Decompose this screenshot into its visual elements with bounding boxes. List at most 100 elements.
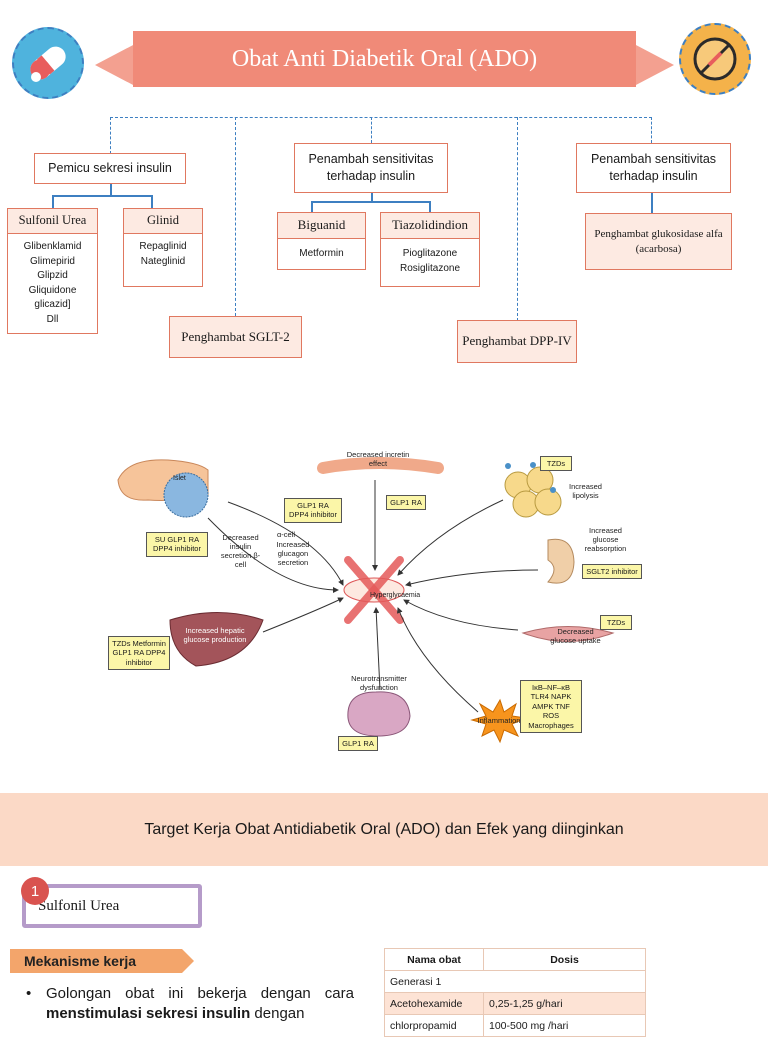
dpp4-inhibitor-box: Penghambat DPP-IV [457, 320, 577, 363]
list-item: Nateglinid [140, 255, 186, 267]
table-cell: Acetohexamide [384, 992, 484, 1015]
pathophysiology-diagram: Hyperglycaemia Islet Decreased incretin … [108, 440, 648, 765]
fat-drugs-box: TZDs [540, 456, 572, 472]
connector-line [110, 183, 112, 195]
class-sensitizer-box: Penambah sensitivitas terhadap insulin [294, 143, 448, 193]
list-item: Glipzid [37, 270, 68, 281]
incretin-effect-label: Decreased incretin effect [346, 450, 410, 468]
no-drug-icon [679, 23, 751, 95]
connector-group1 [110, 117, 111, 154]
bullet-text-bold: menstimulasi sekresi insulin [46, 1005, 251, 1022]
alpha-glucosidase-inhibitor-label: Penghambat glukosidase alfa (acarbosa) [594, 228, 723, 255]
connector-line [151, 195, 153, 208]
connector-line [429, 201, 431, 212]
mechanism-label: Mekanisme kerja [10, 949, 182, 973]
table-cell: chlorpropamid [384, 1014, 484, 1037]
pancreas-drugs-box: SU GLP1 RA DPP4 inhibitor [146, 532, 208, 557]
tree-main-connector [110, 117, 652, 118]
bullet-text-1: Golongan obat ini bekerja dengan cara [46, 985, 354, 1002]
table-row: Acetohexamide 0,25-1,25 g/hari [384, 992, 646, 1015]
connector-line [311, 201, 430, 203]
hyperglycaemia-label: Hyperglycaemia [370, 592, 421, 599]
liver-drugs-box: TZDs Metformin GLP1 RA DPP4 inhibitor [108, 636, 170, 671]
islet-drugs-box: GLP1 RA DPP4 inhibitor [284, 498, 342, 523]
sglt2-inhibitor-box: Penghambat SGLT-2 [169, 316, 302, 358]
mechanism-bullet: • Golongan obat ini bekerja dengan cara … [26, 984, 354, 1024]
ribbon-tail-right [634, 44, 674, 86]
glinide-drug-list: Repaglinid Nateglinid [123, 233, 203, 287]
list-item: Repaglinid [139, 241, 187, 252]
inflammation-label: Inflammation [477, 716, 521, 725]
connector-line [651, 193, 653, 213]
class-sensitizer-label: Penambah sensitivitas terhadap insulin [308, 151, 434, 184]
glinide-label: Glinid [147, 213, 179, 228]
mechanism-label-text: Mekanisme kerja [24, 953, 137, 969]
biguanide-drug-list: Metformin [277, 238, 366, 270]
section-band-title: Target Kerja Obat Antidiabetik Oral (ADO… [144, 820, 624, 838]
connector-dpp4 [517, 117, 518, 321]
inflammation-markers-box: IκB–NF–κB TLR4 NAPK AMPK TNF ROS Macroph… [520, 680, 582, 733]
connector-group2 [371, 117, 372, 143]
connector-line [311, 201, 313, 212]
biguanide-label: Biguanid [297, 217, 346, 233]
class-sensitizer-box-2: Penambah sensitivitas terhadap insulin [576, 143, 731, 193]
table-row: Generasi 1 [384, 970, 646, 993]
class-secretagogue-label: Pemicu sekresi insulin [48, 160, 172, 175]
glucose-uptake-label: Decreased glucose uptake [550, 627, 601, 645]
class-secretagogue-box: Pemicu sekresi insulin [34, 153, 186, 184]
islet-label: Islet [173, 475, 186, 482]
dose-table: Nama obat Dosis Generasi 1 Acetohexamide… [384, 948, 646, 1037]
table-cell: 0,25-1,25 g/hari [483, 992, 646, 1015]
sulfonylurea-box: Sulfonil Urea [7, 208, 98, 234]
lipolysis-label: Increased lipolysis [569, 482, 602, 500]
thiazolidinedione-box: Tiazolidindion [380, 212, 480, 239]
connector-line [52, 195, 54, 208]
subsection-heading-frame: Sulfonil Urea [22, 884, 202, 928]
table-cell: 100-500 mg /hari [483, 1014, 646, 1037]
connector-line [52, 195, 152, 197]
section-band: Target Kerja Obat Antidiabetik Oral (ADO… [0, 793, 768, 866]
pill-capsule-icon [12, 27, 84, 99]
table-group-cell: Generasi 1 [384, 970, 646, 993]
bullet-text-2: dengan [250, 1005, 305, 1022]
list-item: Pioglitazone [402, 248, 458, 259]
dpp4-inhibitor-label: Penghambat DPP-IV [462, 333, 572, 349]
list-item: glicazid] [34, 299, 71, 310]
connector-line [371, 193, 373, 201]
list-item: Metformin [299, 248, 344, 259]
subsection-heading: Sulfonil Urea [38, 897, 120, 914]
incretin-drugs-box: GLP1 RA [386, 495, 426, 511]
thiazolidinedione-drug-list: Pioglitazone Rosiglitazone [380, 238, 480, 287]
page-title-banner: Obat Anti Diabetik Oral (ADO) [133, 31, 636, 87]
list-item: Glimepirid [29, 255, 75, 267]
kidney-drugs-box: SGLT2 inhibitor [582, 564, 642, 580]
glucose-reabsorption-label: Increased glucose reabsorption [584, 526, 627, 553]
hepatic-glucose-label: Increased hepatic glucose production [183, 626, 247, 644]
sglt2-inhibitor-label: Penghambat SGLT-2 [181, 328, 290, 344]
neurotransmitter-label: Neurotransmitter dysfunction [351, 674, 407, 692]
section-number-badge: 1 [21, 877, 49, 905]
mechanism-label-arrow [182, 949, 194, 973]
ribbon-tail-left [95, 44, 135, 86]
list-item: Glibenklamid [23, 241, 82, 252]
insulin-secretion-label: Decreased insulin secretion β-cell [220, 533, 261, 569]
thiazolidinedione-label: Tiazolidindion [391, 217, 469, 233]
bullet-icon: • [26, 985, 32, 1002]
page-title: Obat Anti Diabetik Oral (ADO) [231, 45, 538, 72]
sulfonylurea-drug-list: Glibenklamid Glimepirid Glipzid Gliquido… [7, 233, 98, 334]
list-item: Gliquidone [28, 284, 77, 296]
alpha-cell-label: α-cell [276, 530, 296, 539]
glinide-box: Glinid [123, 208, 203, 234]
connector-sglt2 [235, 117, 236, 316]
list-item: Rosiglitazone [399, 262, 461, 274]
muscle-drugs-box: TZDs [600, 615, 632, 631]
table-header-row: Nama obat Dosis [384, 948, 646, 971]
glucagon-secretion-label: Increased glucagon secretion [276, 540, 310, 567]
biguanide-box: Biguanid [277, 212, 366, 239]
table-row: chlorpropamid 100-500 mg /hari [384, 1014, 646, 1037]
table-header-cell: Nama obat [384, 948, 484, 971]
table-header-cell: Dosis [483, 948, 646, 971]
connector-group3 [651, 117, 652, 143]
alpha-glucosidase-inhibitor-box: Penghambat glukosidase alfa (acarbosa) [585, 213, 732, 270]
brain-drugs-box: GLP1 RA [338, 736, 378, 752]
